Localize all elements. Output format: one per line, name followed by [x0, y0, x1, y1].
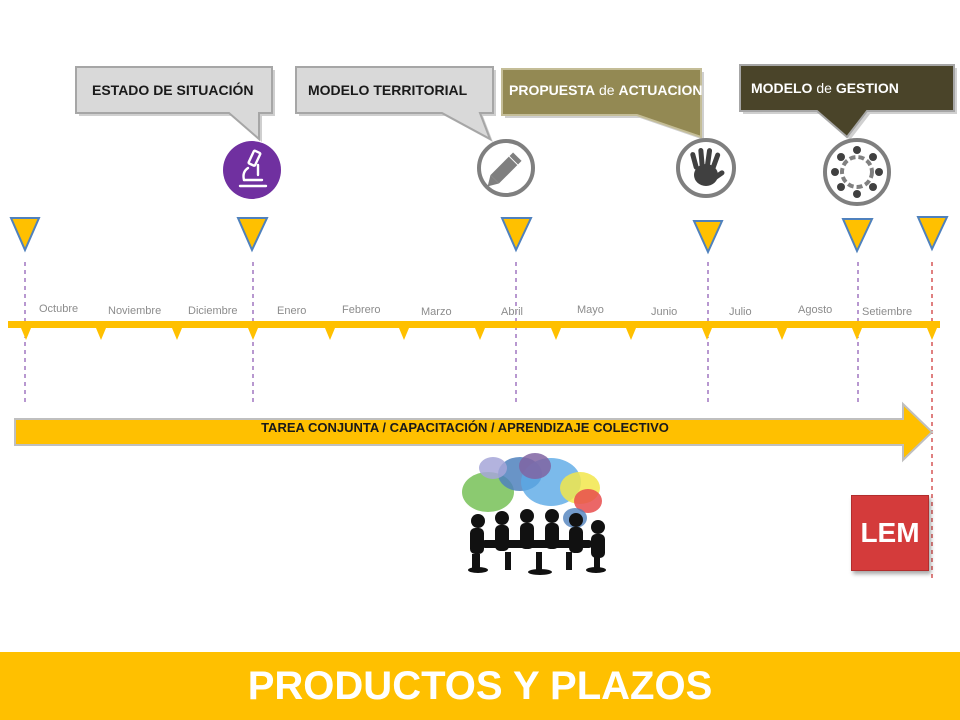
callout-modelo-gestion-label: MODELO de GESTION — [751, 80, 899, 96]
callout-modelo-territorial-text: MODELO TERRITORIAL — [308, 82, 468, 98]
milestone-marker-4 — [692, 220, 724, 255]
lem-box: LEM — [851, 495, 929, 571]
month-label: Setiembre — [862, 306, 913, 318]
month-label: Agosto — [798, 304, 833, 316]
month-label: Mayo — [577, 304, 604, 316]
page-title: PRODUCTOS Y PLAZOS — [247, 664, 713, 708]
callout-propuesta-label: PROPUESTA de ACTUACION — [509, 82, 702, 98]
callout-propuesta-word2: ACTUACION — [618, 82, 703, 98]
hand-icon — [676, 138, 736, 198]
callout-gestion-word2: GESTION — [835, 80, 899, 96]
collective-task-label: TAREA CONJUNTA / CAPACITACIÓN / APRENDIZ… — [261, 420, 669, 435]
month-label: Febrero — [342, 304, 381, 316]
milestone-marker-5 — [841, 218, 874, 254]
callout-modelo-territorial-label: MODELO TERRITORIAL — [308, 82, 467, 98]
microscope-icon — [223, 141, 281, 199]
callout-modelo-territorial-shape — [295, 66, 494, 142]
callout-estado-shape — [75, 66, 273, 142]
collective-task-arrow — [14, 401, 934, 463]
callout-propuesta-word1: PROPUESTA — [509, 82, 596, 98]
callout-propuesta-shape — [501, 68, 702, 139]
callout-gestion-connector: de — [812, 80, 836, 96]
lem-label: LEM — [860, 517, 920, 548]
milestone-marker-3 — [500, 217, 533, 253]
month-label: Octubre — [39, 303, 79, 315]
month-label: Diciembre — [188, 305, 238, 317]
people-circle-icon — [823, 138, 891, 206]
callout-estado-text: ESTADO DE SITUACIÓN — [92, 82, 254, 98]
footer-banner: PRODUCTOS Y PLAZOS — [0, 652, 960, 720]
timeline-bar — [8, 321, 940, 328]
month-label: Julio — [729, 306, 752, 318]
callout-gestion-word1: MODELO — [751, 80, 813, 96]
callout-estado-label: ESTADO DE SITUACIÓN — [92, 82, 254, 98]
pencil-icon — [477, 139, 535, 197]
month-label: Junio — [651, 306, 678, 318]
team-meeting-illustration — [462, 453, 606, 575]
month-label: Marzo — [421, 306, 452, 318]
month-label: Abril — [501, 306, 524, 318]
milestone-marker-1 — [9, 217, 41, 253]
callout-propuesta-connector: de — [595, 82, 619, 98]
month-ticks — [21, 328, 937, 340]
milestone-marker-final — [916, 216, 949, 252]
month-label: Enero — [277, 305, 307, 317]
callout-modelo-gestion-shape — [739, 64, 955, 139]
month-label: Noviembre — [108, 305, 162, 317]
milestone-marker-2 — [236, 217, 269, 253]
